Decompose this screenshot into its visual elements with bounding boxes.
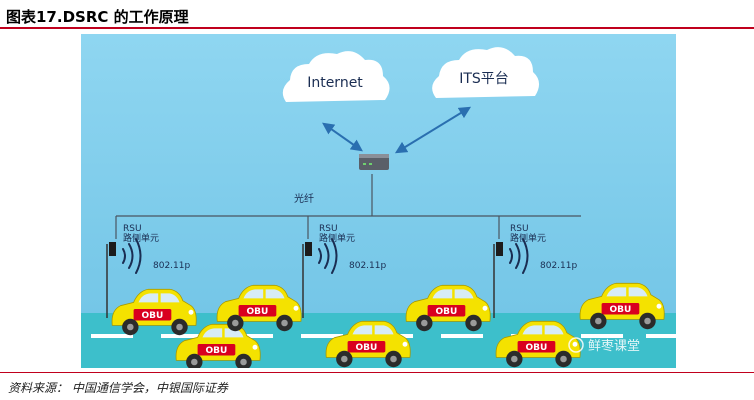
svg-text:RSU: RSU: [319, 224, 338, 234]
rsu-unit-2: RSU 路侧单元 802.11p: [302, 224, 386, 318]
svg-text:OBU: OBU: [142, 311, 164, 321]
car-obu-1: OBU: [111, 288, 197, 336]
arrow-internet-server: [322, 122, 363, 152]
fiber-network: [115, 174, 581, 239]
cloud-internet: Internet: [282, 51, 390, 102]
source-rule: [0, 372, 754, 373]
svg-text:RSU: RSU: [123, 224, 142, 234]
svg-text:OBU: OBU: [436, 307, 458, 317]
server-icon: [359, 154, 389, 170]
rsu-unit-3: RSU 路侧单元 802.11p: [493, 224, 577, 318]
svg-text:路侧单元: 路侧单元: [319, 232, 355, 244]
dsrc-diagram: Internet ITS平台 光纤 RSU 路侧单元 802.11p RSU 路…: [81, 34, 676, 368]
svg-text:OBU: OBU: [247, 307, 269, 317]
svg-text:802.11p: 802.11p: [540, 261, 577, 271]
cloud-its-label: ITS平台: [459, 71, 509, 87]
rsu-unit-1: RSU 路侧单元 802.11p: [106, 224, 190, 318]
car-obu-7: OBU: [579, 282, 665, 330]
arrow-its-server: [394, 106, 472, 154]
svg-text:鲜枣课堂: 鲜枣课堂: [588, 339, 640, 354]
svg-text:RSU: RSU: [510, 224, 529, 234]
svg-text:OBU: OBU: [610, 305, 632, 315]
svg-text:路侧单元: 路侧单元: [510, 232, 546, 244]
car-obu-6: OBU: [495, 320, 581, 368]
car-obu-4: OBU: [325, 320, 411, 368]
svg-text:OBU: OBU: [206, 346, 228, 356]
figure-title: 图表17.DSRC 的工作原理: [6, 8, 189, 26]
svg-text:OBU: OBU: [356, 343, 378, 353]
cloud-its-platform: ITS平台: [432, 47, 540, 98]
fiber-label: 光纤: [294, 192, 314, 205]
cloud-internet-label: Internet: [307, 75, 363, 91]
svg-text:802.11p: 802.11p: [153, 261, 190, 271]
title-rule: [0, 27, 754, 29]
car-obu-2: OBU: [175, 323, 261, 368]
svg-text:OBU: OBU: [526, 343, 548, 353]
figure-source: 资料来源： 中国通信学会，中银国际证券: [8, 381, 228, 395]
svg-text:路侧单元: 路侧单元: [123, 232, 159, 244]
svg-text:802.11p: 802.11p: [349, 261, 386, 271]
car-obu-3: OBU: [216, 284, 302, 332]
car-obu-5: OBU: [405, 284, 491, 332]
watermark: 鲜枣课堂: [568, 337, 640, 354]
